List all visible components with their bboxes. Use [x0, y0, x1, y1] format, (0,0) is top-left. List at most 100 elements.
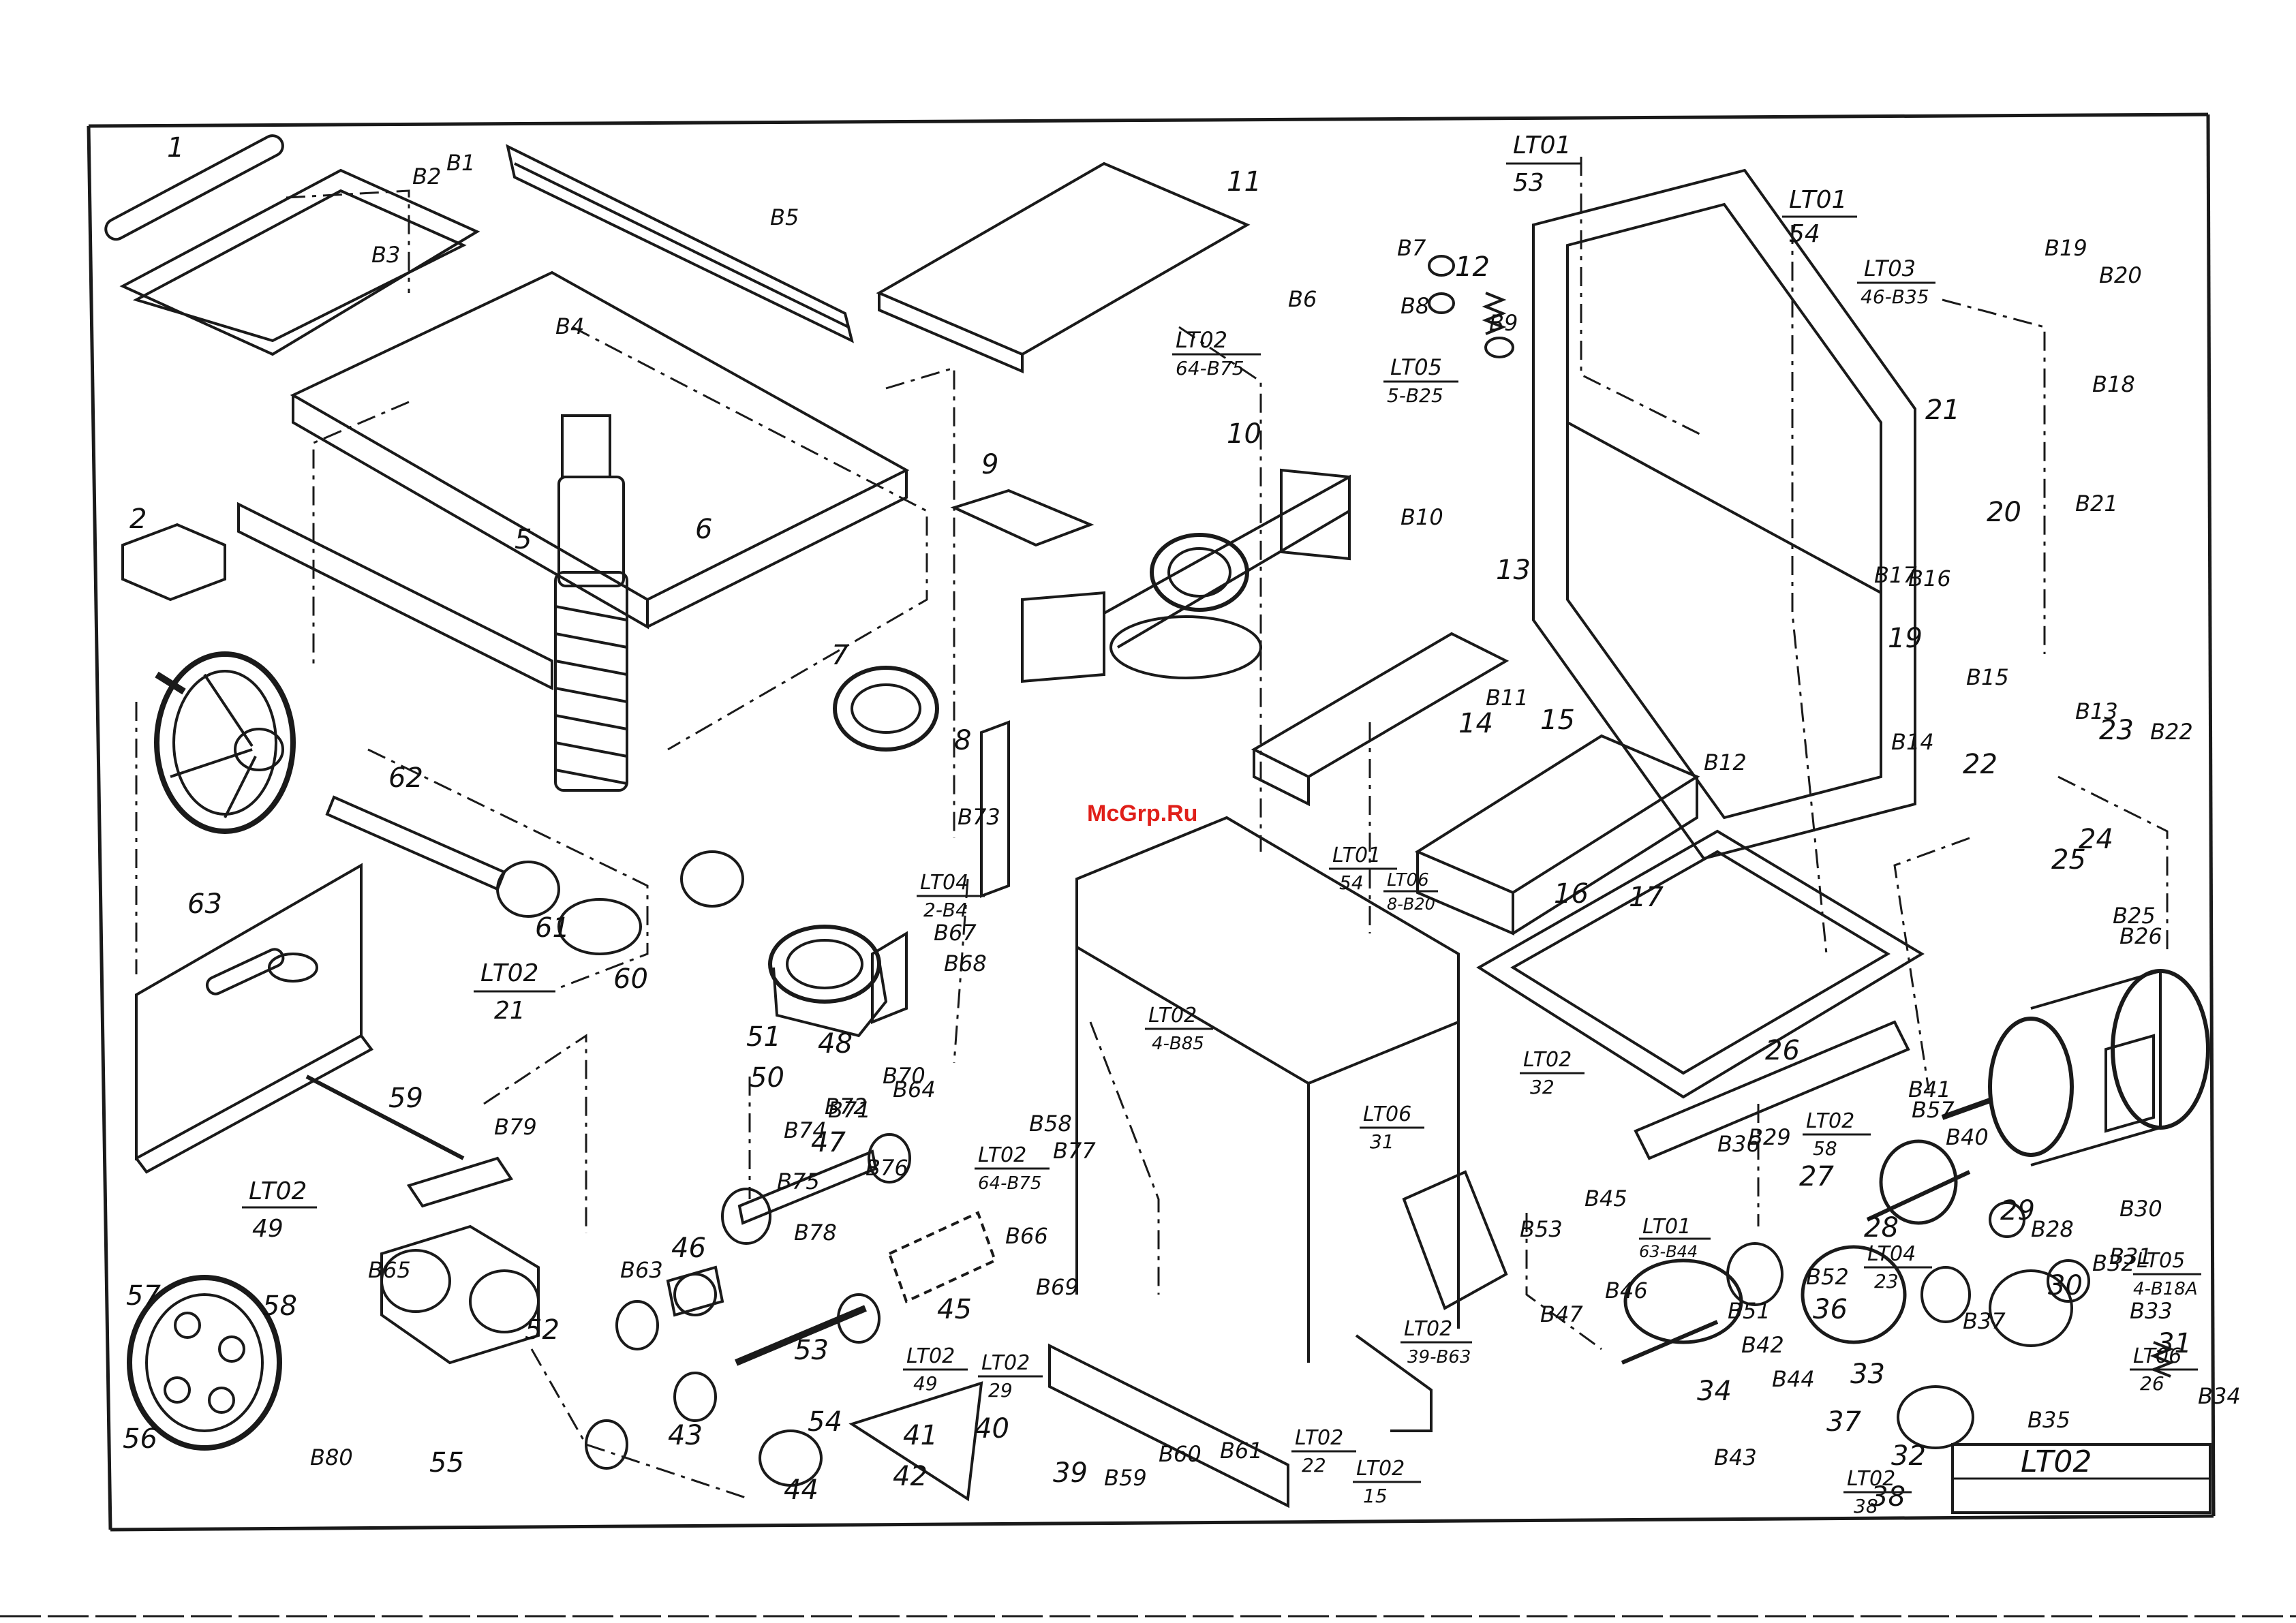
lower-rail-part — [1048, 1343, 1289, 1509]
hardware-label: B8 — [1400, 293, 1429, 319]
part-label: 37 — [1826, 1406, 1861, 1438]
cross-ref: LT02 21 — [474, 959, 555, 1025]
part-label: 33 — [1850, 1359, 1885, 1390]
svg-text:64-B75: 64-B75 — [1176, 357, 1244, 380]
svg-text:LT02: LT02 — [249, 1177, 307, 1205]
pulley-58-part — [127, 1275, 282, 1451]
cross-ref: LT02 32 — [1520, 1048, 1585, 1098]
shaft-55-part — [585, 1293, 881, 1487]
svg-text:LT02: LT02 — [1176, 327, 1227, 353]
cross-ref: LT06 8-B20 — [1383, 870, 1438, 914]
svg-text:LT06: LT06 — [2133, 1344, 2182, 1368]
part-label: 24 — [2079, 824, 2113, 855]
hardware-label: B43 — [1714, 1444, 1757, 1470]
side-rail-part — [237, 501, 553, 691]
cross-ref: LT02 29 — [978, 1351, 1043, 1402]
part-label: 59 — [388, 1083, 423, 1114]
hardware-label: B46 — [1605, 1278, 1648, 1303]
part-label: 52 — [525, 1314, 560, 1346]
worm-gear-part — [833, 666, 939, 752]
hardware-label: B44 — [1772, 1366, 1815, 1392]
shaft-63-part — [325, 795, 744, 955]
svg-text:LT02: LT02 — [1523, 1048, 1572, 1072]
motor-part — [1941, 969, 2210, 1166]
part-label: 47 — [811, 1127, 846, 1158]
cross-ref: LT01 53 — [1506, 132, 1581, 197]
svg-text:4-B18A: 4-B18A — [2133, 1279, 2198, 1299]
hardware-label: B20 — [2099, 262, 2142, 288]
hardware-label: B37 — [1963, 1308, 2006, 1334]
drawing-frame — [0, 112, 2296, 1618]
part-label: 55 — [429, 1447, 464, 1479]
rod-60-part — [305, 1075, 465, 1160]
hardware-label: B59 — [1104, 1465, 1147, 1491]
part-label: 57 — [126, 1280, 161, 1312]
cross-ref: LT02 49 — [242, 1177, 317, 1243]
svg-text:26: 26 — [2140, 1372, 2164, 1395]
cross-ref: LT05 4-B18A — [2133, 1249, 2201, 1299]
hardware-label: B40 — [1946, 1124, 1989, 1150]
hardware-label: B6 — [1288, 286, 1317, 312]
part-label: 12 — [1455, 251, 1490, 283]
part-label: 60 — [613, 963, 648, 995]
cross-ref: LT02 4-B85 — [1145, 1004, 1213, 1054]
part-label: 8 — [954, 725, 971, 756]
work-table-part — [290, 270, 910, 630]
part-label: 5 — [515, 524, 532, 555]
part-label: 51 — [746, 1021, 781, 1053]
svg-text:21: 21 — [494, 997, 525, 1025]
svg-text:63-B44: 63-B44 — [1639, 1242, 1698, 1261]
part-label: 1 — [167, 132, 184, 164]
svg-text:LT01: LT01 — [1642, 1215, 1691, 1239]
hardware-label: B78 — [794, 1220, 837, 1246]
hardware-label: B17 — [1874, 562, 1917, 588]
title-block: LT02 — [1951, 1443, 2211, 1514]
svg-text:LT02: LT02 — [1295, 1426, 1343, 1450]
cross-ref: LT02 39-B63 — [1400, 1317, 1472, 1367]
hardware-label: B71 — [828, 1097, 871, 1123]
gear-train-part — [1621, 1139, 2175, 1449]
hardware-label: B16 — [1908, 566, 1951, 591]
box-15-part — [1414, 734, 1700, 936]
bracket-8-part — [980, 720, 1010, 898]
hardware-label: B80 — [310, 1444, 353, 1470]
hardware-label: B5 — [770, 204, 799, 230]
svg-text:22: 22 — [1302, 1454, 1326, 1477]
hardware-label: B32 — [2092, 1250, 2135, 1276]
svg-text:39-B63: 39-B63 — [1407, 1347, 1471, 1367]
part-label: 17 — [1629, 882, 1664, 913]
part-label: 11 — [1227, 166, 1261, 198]
hardware-label: B77 — [1053, 1138, 1096, 1164]
table-top-part — [876, 161, 1251, 374]
hardware-label: B28 — [2031, 1216, 2074, 1242]
hardware-label: B26 — [2119, 923, 2162, 949]
svg-text:8-B20: 8-B20 — [1387, 895, 1435, 914]
svg-text:38: 38 — [1854, 1495, 1878, 1517]
cross-ref: LT06 31 — [1360, 1102, 1424, 1153]
part-label: 44 — [784, 1474, 818, 1506]
part-label: 61 — [535, 912, 570, 944]
part-label: 36 — [1813, 1294, 1848, 1325]
plate-9-part — [950, 489, 1095, 547]
part-label: 45 — [937, 1294, 972, 1325]
cross-ref: LT02 58 — [1803, 1109, 1871, 1160]
svg-text:58: 58 — [1813, 1137, 1837, 1160]
hardware-label: B79 — [494, 1114, 537, 1140]
part-label: 7 — [831, 640, 849, 671]
svg-text:LT05: LT05 — [1390, 354, 1442, 380]
hardware-label: B42 — [1741, 1332, 1784, 1358]
hardware-label: B45 — [1585, 1186, 1627, 1211]
hardware-labels: B1 B2 B3 B4 B5 B6 B7 B8 B9 B10 B11 B12 B… — [310, 150, 2241, 1491]
cross-ref: LT02 22 — [1291, 1426, 1356, 1477]
hardware-label: B14 — [1891, 729, 1934, 755]
part-label: 2 — [129, 504, 147, 535]
part-label: 23 — [2099, 715, 2134, 746]
svg-text:4-B85: 4-B85 — [1152, 1034, 1204, 1054]
svg-text:LT05: LT05 — [2137, 1249, 2185, 1273]
hardware-label: B47 — [1540, 1301, 1583, 1327]
hardware-label: B9 — [1489, 310, 1518, 336]
part-label: 53 — [794, 1335, 829, 1366]
bracket-41-part — [848, 1381, 983, 1502]
cross-ref: LT04 2-B4 — [917, 871, 985, 921]
part-label: 26 — [1765, 1035, 1800, 1066]
